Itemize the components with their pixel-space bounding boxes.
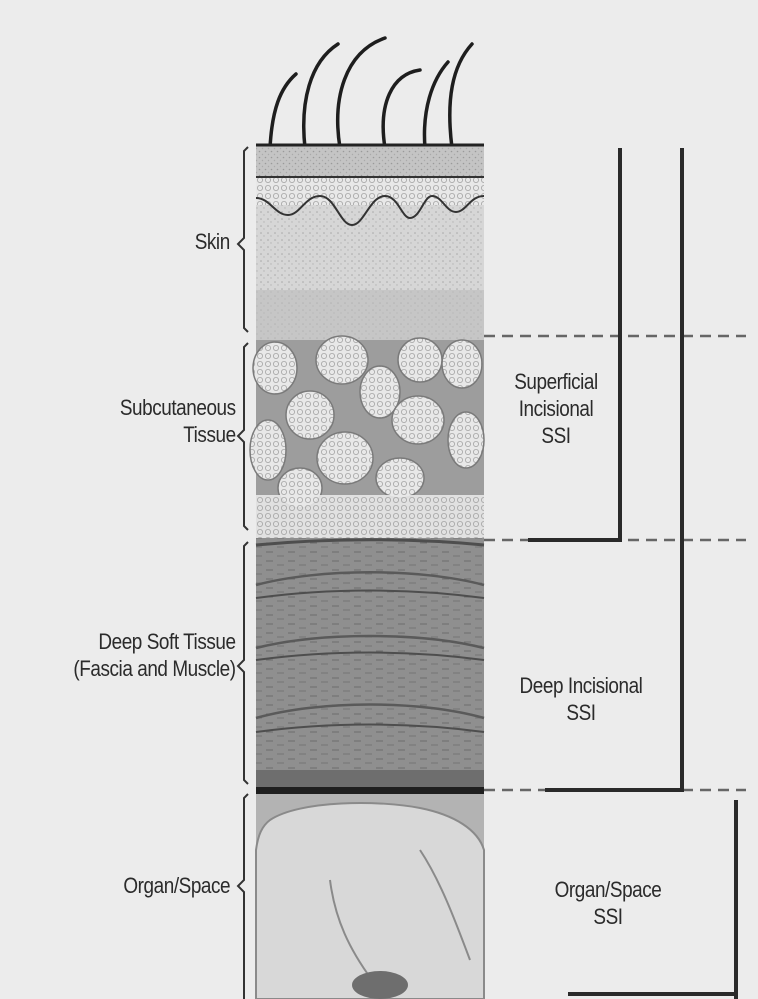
deep-incisional-ssi-label: Deep Incisional SSI xyxy=(498,672,665,726)
skin-layer xyxy=(256,145,484,340)
ssi-brackets xyxy=(528,148,736,999)
subcutaneous-tissue-label: Subcutaneous Tissue xyxy=(120,394,236,448)
hair-strands xyxy=(270,38,472,148)
organ-space-ssi-label: Organ/Space SSI xyxy=(524,876,693,930)
skin-label: Skin xyxy=(195,228,230,255)
deep-soft-tissue-label: Deep Soft Tissue (Fascia and Muscle) xyxy=(74,628,236,682)
left-brackets xyxy=(238,147,248,999)
subcutaneous-layer xyxy=(250,336,484,538)
organ-space-label: Organ/Space xyxy=(123,872,230,899)
superficial-incisional-ssi-label: Superficial Incisional SSI xyxy=(485,368,626,449)
organ-layer xyxy=(256,794,484,999)
muscle-layer xyxy=(256,538,484,794)
